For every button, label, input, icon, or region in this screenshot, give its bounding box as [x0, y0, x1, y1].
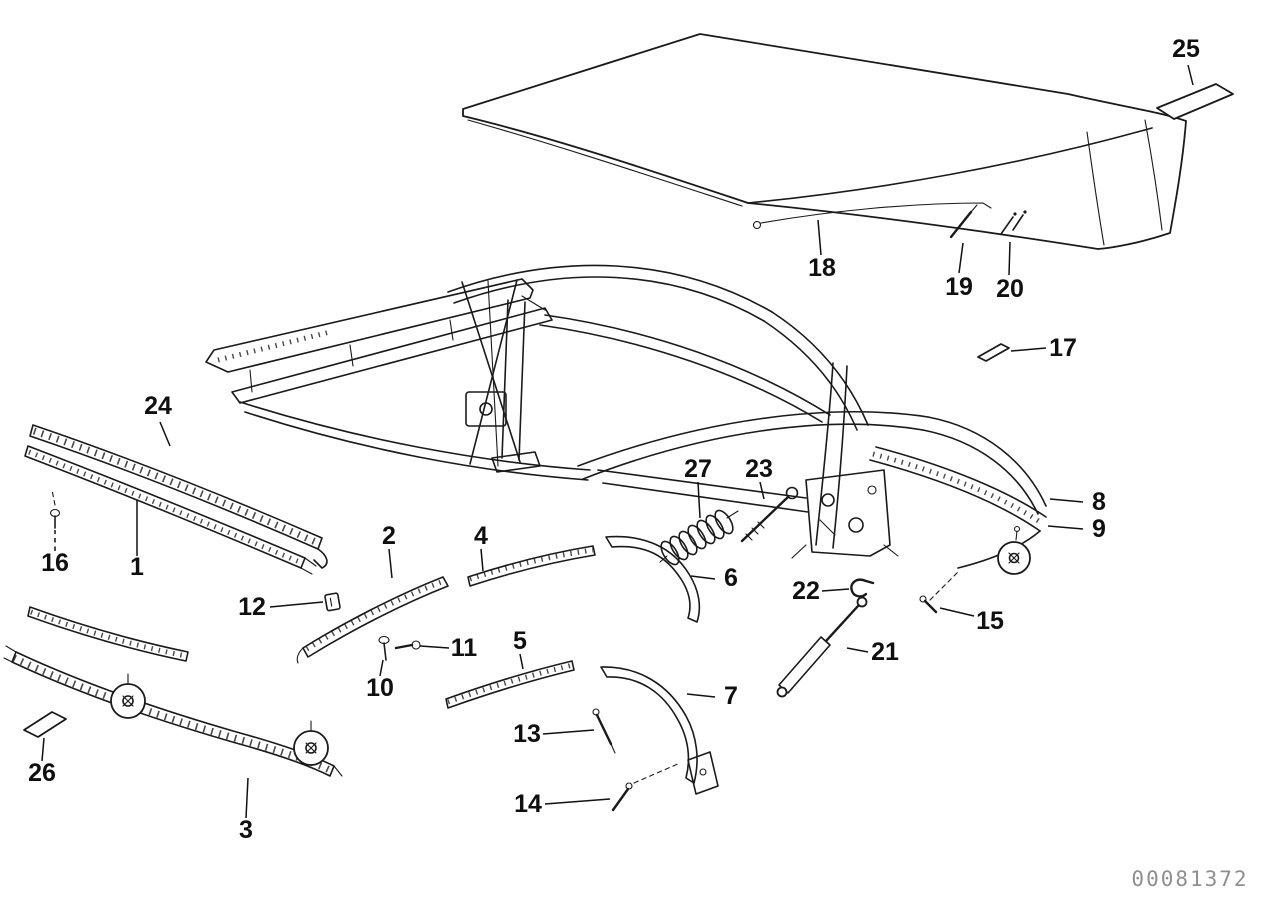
callout-5[interactable]: 5: [513, 627, 527, 655]
callout-20[interactable]: 20: [996, 275, 1024, 303]
callout-labels: 1 2 3 4 5 6 7 8 9 10 11 12 13 14 15 16 1…: [28, 35, 1200, 844]
callout-21[interactable]: 21: [871, 638, 899, 666]
callout-9[interactable]: 9: [1092, 515, 1106, 543]
callout-3[interactable]: 3: [239, 816, 253, 844]
cover-pins: [949, 204, 1027, 239]
callout-26[interactable]: 26: [28, 759, 56, 787]
screw-15: [919, 571, 959, 614]
callout-1[interactable]: 1: [130, 553, 144, 581]
folding-frame-drawing: [205, 264, 1047, 575]
callout-15[interactable]: 15: [976, 607, 1004, 635]
wedge-26: [23, 711, 67, 738]
soft-top-cover-drawing: [462, 33, 1234, 362]
tension-cable: [752, 202, 992, 230]
patch-17: [977, 343, 1010, 362]
callout-24[interactable]: 24: [144, 392, 172, 420]
rear-rail-8-9: [869, 446, 1047, 575]
hook-22: [850, 578, 875, 598]
lower-left-rail-drawing: [3, 606, 343, 777]
callout-22[interactable]: 22: [792, 577, 820, 605]
callout-25[interactable]: 25: [1172, 35, 1200, 63]
callout-14[interactable]: 14: [514, 790, 542, 818]
spring-27: [659, 509, 739, 566]
callout-27[interactable]: 27: [684, 455, 712, 483]
callout-16[interactable]: 16: [41, 549, 69, 577]
bolt-23: [740, 486, 799, 543]
callout-23[interactable]: 23: [745, 455, 773, 483]
callout-10[interactable]: 10: [366, 674, 394, 702]
callout-2[interactable]: 2: [382, 522, 396, 550]
patch-25: [1156, 83, 1234, 120]
pin-14: [611, 762, 681, 812]
callout-13[interactable]: 13: [513, 720, 541, 748]
drawing-number: 00081372: [1131, 867, 1248, 891]
front-seal-rails-drawing: [24, 424, 328, 575]
callout-17[interactable]: 17: [1049, 334, 1077, 362]
leader-lines: [41, 64, 1194, 819]
callout-7[interactable]: 7: [724, 682, 738, 710]
callout-11[interactable]: 11: [451, 634, 478, 662]
center-seal-strips-drawing: [296, 535, 719, 812]
screw-10: [378, 635, 390, 661]
callout-18[interactable]: 18: [808, 254, 836, 282]
callout-19[interactable]: 19: [945, 273, 973, 301]
gas-strut-21: [776, 596, 868, 698]
clip-12: [324, 592, 341, 612]
hardware-drawing: [659, 486, 959, 698]
screw-16: [49, 489, 61, 529]
callout-6[interactable]: 6: [724, 564, 738, 592]
callout-12[interactable]: 12: [238, 593, 266, 621]
callout-4[interactable]: 4: [474, 522, 488, 550]
pin-13: [592, 708, 616, 754]
callout-8[interactable]: 8: [1092, 488, 1106, 516]
screw-11: [394, 640, 421, 650]
